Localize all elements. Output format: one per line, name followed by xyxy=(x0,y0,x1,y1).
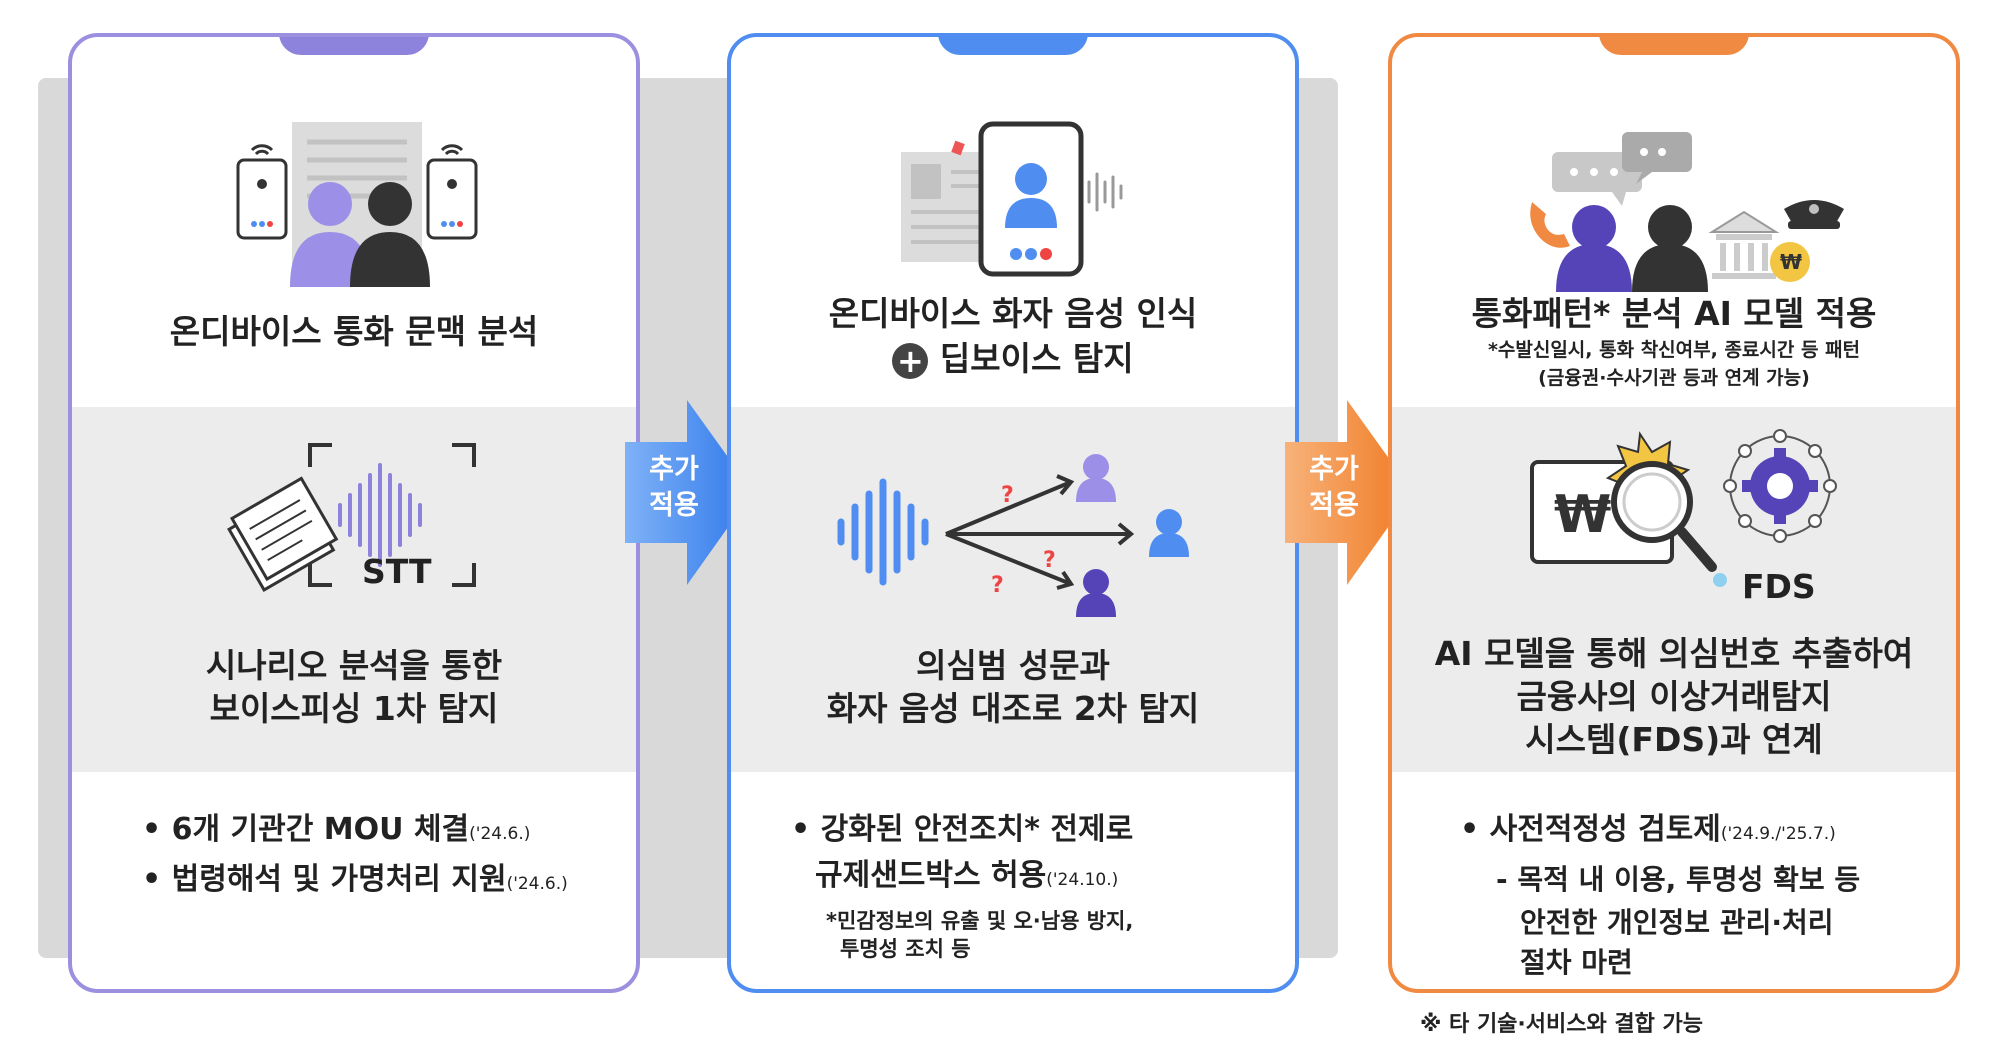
card-title-2: 딥보이스 탐지 xyxy=(939,339,1134,378)
card-title: 온디바이스 통화 문맥 분석 xyxy=(169,312,539,351)
bullet-text: - 목적 내 이용, 투명성 확보 등 xyxy=(1496,863,1861,896)
card-mid-line-2: 금융사의 이상거래탐지 xyxy=(1516,677,1832,716)
bullet-item: - 목적 내 이용, 투명성 확보 등 xyxy=(1496,857,1936,903)
arrow-label-line: 추가 xyxy=(649,454,699,485)
won-symbol: ₩ xyxy=(1780,250,1802,274)
bullet-list: • 사전적정성 검토제('24.9./'25.7.) - 목적 내 이용, 투명… xyxy=(1460,807,1936,983)
card-call-pattern: ₩ 통화패턴* 분석 AI 모델 적용 *수발신일시, 통화 착신여부, 종료시… xyxy=(1388,33,1960,993)
add-apply-arrow-2: 추가 적용 xyxy=(1285,400,1415,585)
arrow-label: 추가 적용 xyxy=(625,452,723,524)
card-context-analysis: 온디바이스 통화 문맥 분석 STT 시나리오 분석을 통한 보이스피싱 1차 … xyxy=(68,33,640,993)
won-symbol: ₩ xyxy=(1554,485,1611,545)
fds-search-gear-icon: ₩ xyxy=(1530,429,1837,587)
card-title-note-2: (금융권·수사기관 등과 연계 가능) xyxy=(1538,367,1810,389)
bullet-list: • 강화된 안전조치* 전제로 규제샌드박스 허용('24.10.) xyxy=(791,807,1275,903)
bullet-item: 규제샌드박스 허용('24.10.) xyxy=(815,853,1275,903)
card-tab xyxy=(938,37,1088,55)
bullet-text: • 법령해석 및 가명처리 지원 xyxy=(142,862,507,897)
bullet-date: ('24.6.) xyxy=(469,824,531,844)
arrow-shape-icon xyxy=(1285,400,1413,585)
arrow-label-line: 추가 xyxy=(1309,454,1359,485)
card-title-note-1: *수발신일시, 통화 착신여부, 종료시간 등 패턴 xyxy=(1487,339,1861,361)
arrow-label-line: 적용 xyxy=(1309,490,1359,521)
bullet-text: 안전한 개인정보 관리·처리 xyxy=(1520,906,1834,939)
bullet-date: ('24.6.) xyxy=(506,874,568,894)
card-mid-line-1: 시나리오 분석을 통한 xyxy=(205,646,503,685)
question-mark: ? xyxy=(1043,548,1056,573)
phone-profile-icon xyxy=(901,121,1123,277)
bullet-item: 안전한 개인정보 관리·처리 xyxy=(1520,903,1936,943)
question-mark: ? xyxy=(991,573,1004,598)
card-speaker-voice: 온디바이스 화자 음성 인식 + 딥보이스 탐지 ? ? ? 의심범 성문과 화… xyxy=(727,33,1299,993)
bullet-date: ('24.9./'25.7.) xyxy=(1720,824,1836,844)
add-apply-arrow-1: 추가 적용 xyxy=(625,400,755,585)
bullet-item: • 사전적정성 검토제('24.9./'25.7.) xyxy=(1460,807,1936,857)
card-tab xyxy=(1599,37,1749,55)
question-mark: ? xyxy=(1001,483,1014,508)
card-tab xyxy=(279,37,429,55)
bullet-text: 규제샌드박스 허용 xyxy=(815,858,1047,893)
bullet-item: • 6개 기관간 MOU 체결('24.6.) xyxy=(142,807,616,857)
bullet-text: 절차 마련 xyxy=(1520,946,1633,979)
sandbox-note: *민감정보의 유출 및 오·남용 방지, 투명성 조치 등 xyxy=(826,907,1133,963)
people-institution-icon: ₩ xyxy=(1530,132,1844,292)
card-title: 온디바이스 화자 음성 인식 xyxy=(828,294,1198,333)
card-mid-line-1: AI 모델을 통해 의심번호 추출하여 xyxy=(1434,634,1914,673)
card-mid-line-2: 화자 음성 대조로 2차 탐지 xyxy=(826,689,1200,728)
card-title: 통화패턴* 분석 AI 모델 적용 xyxy=(1471,294,1877,333)
voice-compare-icon: ? ? ? xyxy=(837,454,1189,617)
plus-icon: + xyxy=(892,342,929,379)
bullet-list: • 6개 기관간 MOU 체결('24.6.) • 법령해석 및 가명처리 지원… xyxy=(132,807,616,907)
bullet-date: ('24.10.) xyxy=(1046,870,1119,890)
footnote: ※ 타 기술·서비스와 결합 가능 xyxy=(1420,1012,1704,1037)
bullet-text: • 강화된 안전조치* 전제로 xyxy=(791,812,1134,847)
stt-label: STT xyxy=(362,552,432,591)
card-mid-line-2: 보이스피싱 1차 탐지 xyxy=(209,689,499,728)
arrow-label: 추가 적용 xyxy=(1285,452,1383,524)
bullet-text: • 사전적정성 검토제 xyxy=(1460,812,1721,847)
note-line: *민감정보의 유출 및 오·남용 방지, xyxy=(826,909,1134,933)
arrow-label-line: 적용 xyxy=(649,490,699,521)
card-title-2-row: + 딥보이스 탐지 xyxy=(731,332,1295,380)
card-mid-line-3: 시스템(FDS)과 연계 xyxy=(1525,720,1823,759)
note-line: 투명성 조치 등 xyxy=(840,937,971,961)
document-stt-icon xyxy=(227,443,476,593)
arrow-shape-icon xyxy=(625,400,753,585)
fds-label: FDS xyxy=(1742,567,1816,606)
card-middle-section xyxy=(72,407,636,772)
two-callers-icon xyxy=(236,122,478,287)
bullet-text: • 6개 기관간 MOU 체결 xyxy=(142,812,470,847)
bullet-item: • 강화된 안전조치* 전제로 xyxy=(791,807,1275,853)
card-mid-line-1: 의심범 성문과 xyxy=(916,646,1110,685)
card-middle-section xyxy=(731,407,1295,772)
bullet-item: • 법령해석 및 가명처리 지원('24.6.) xyxy=(142,857,616,907)
bullet-item: 절차 마련 xyxy=(1520,943,1936,983)
